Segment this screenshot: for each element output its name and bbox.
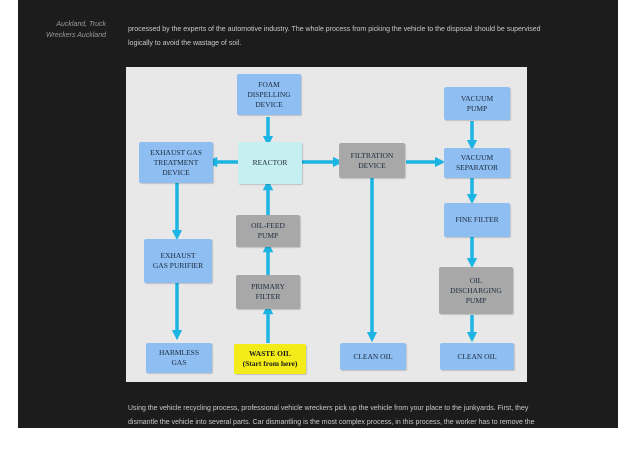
sidebar-note-line1: Auckland, Truck bbox=[56, 21, 106, 28]
node-fine-filter: FINE FILTER bbox=[444, 203, 510, 237]
paragraph-line: dismantle the vehicle into several parts… bbox=[128, 419, 535, 426]
node-waste-oil-start: WASTE OIL(Start from here) bbox=[234, 344, 306, 374]
diagram-arrows bbox=[171, 117, 478, 343]
paragraph-line: logically to avoid the wastage of soil. bbox=[128, 40, 242, 47]
sidebar-note-line2: Wreckers Auckland bbox=[45, 32, 106, 39]
node-clean-oil-left: CLEAN OIL bbox=[340, 343, 406, 370]
node-reactor: REACTOR bbox=[238, 142, 302, 184]
sidebar-note: Auckland, Truck Wreckers Auckland bbox=[26, 19, 106, 41]
node-clean-oil-right: CLEAN OIL bbox=[440, 343, 514, 370]
paragraph-line: Using the vehicle recycling process, pro… bbox=[128, 405, 529, 412]
article-paragraph-bottom: Using the vehicle recycling process, pro… bbox=[128, 402, 598, 430]
paragraph-line: processed by the experts of the automoti… bbox=[128, 26, 541, 33]
article-paragraph-top: processed by the experts of the automoti… bbox=[128, 23, 598, 51]
